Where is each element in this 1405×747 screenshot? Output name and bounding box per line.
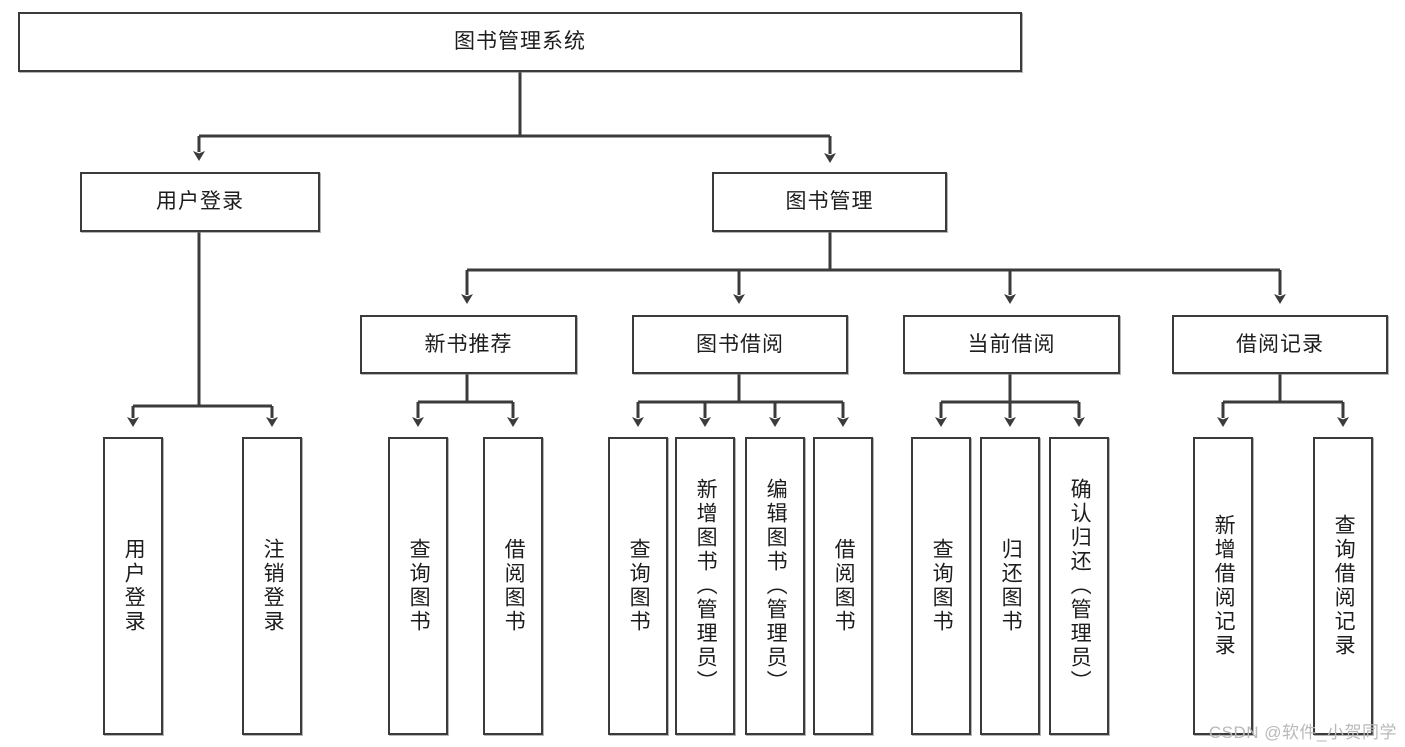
node-leaf-add-book-admin[interactable]: 新增图书（管理员） bbox=[675, 437, 735, 735]
node-new-book-recommend-label: 新书推荐 bbox=[424, 332, 513, 356]
node-leaf-edit-book-admin-label: 编辑图书（管理员） bbox=[764, 478, 788, 694]
node-leaf-query-book-borrow[interactable]: 查询图书 bbox=[608, 437, 668, 735]
node-leaf-borrow-book[interactable]: 借阅图书 bbox=[813, 437, 873, 735]
node-book-borrow-label: 图书借阅 bbox=[696, 332, 784, 356]
node-leaf-add-book-admin-label: 新增图书（管理员） bbox=[694, 478, 718, 694]
node-leaf-borrow-book-new[interactable]: 借阅图书 bbox=[483, 437, 543, 735]
node-leaf-add-borrow-record-label: 新增借阅记录 bbox=[1212, 514, 1236, 658]
node-leaf-return-book[interactable]: 归还图书 bbox=[980, 437, 1040, 735]
node-leaf-return-book-label: 归还图书 bbox=[999, 538, 1023, 634]
watermark-text: CSDN @软件_小贺同学 bbox=[1208, 723, 1397, 742]
node-leaf-add-borrow-record[interactable]: 新增借阅记录 bbox=[1193, 437, 1253, 735]
node-user-login[interactable]: 用户登录 bbox=[80, 172, 320, 232]
node-leaf-confirm-return-admin-label: 确认归还（管理员） bbox=[1068, 478, 1092, 694]
node-leaf-query-book-current-label: 查询图书 bbox=[930, 538, 954, 634]
node-borrow-records-label: 借阅记录 bbox=[1236, 332, 1324, 356]
node-current-borrow-label: 当前借阅 bbox=[967, 332, 1056, 356]
node-borrow-records[interactable]: 借阅记录 bbox=[1172, 315, 1388, 374]
node-leaf-logout[interactable]: 注销登录 bbox=[242, 437, 302, 735]
node-current-borrow[interactable]: 当前借阅 bbox=[903, 315, 1120, 374]
node-book-management[interactable]: 图书管理 bbox=[712, 172, 947, 232]
node-root[interactable]: 图书管理系统 bbox=[18, 12, 1022, 72]
node-leaf-query-book-current[interactable]: 查询图书 bbox=[911, 437, 971, 735]
node-book-management-label: 图书管理 bbox=[785, 190, 874, 214]
node-leaf-query-book-borrow-label: 查询图书 bbox=[627, 538, 651, 634]
node-leaf-user-login[interactable]: 用户登录 bbox=[103, 437, 163, 735]
node-leaf-confirm-return-admin[interactable]: 确认归还（管理员） bbox=[1049, 437, 1109, 735]
node-book-borrow[interactable]: 图书借阅 bbox=[632, 315, 848, 374]
node-leaf-borrow-book-new-label: 借阅图书 bbox=[502, 538, 526, 634]
node-leaf-query-borrow-record-label: 查询借阅记录 bbox=[1332, 514, 1356, 658]
node-root-label: 图书管理系统 bbox=[454, 30, 586, 54]
node-leaf-borrow-book-label: 借阅图书 bbox=[832, 538, 856, 634]
node-new-book-recommend[interactable]: 新书推荐 bbox=[360, 315, 577, 374]
node-leaf-query-book-new[interactable]: 查询图书 bbox=[388, 437, 448, 735]
node-leaf-query-book-new-label: 查询图书 bbox=[407, 538, 431, 634]
node-leaf-query-borrow-record[interactable]: 查询借阅记录 bbox=[1313, 437, 1373, 735]
node-leaf-logout-label: 注销登录 bbox=[261, 538, 285, 634]
node-leaf-edit-book-admin[interactable]: 编辑图书（管理员） bbox=[745, 437, 805, 735]
node-user-login-label: 用户登录 bbox=[156, 190, 244, 214]
node-leaf-user-login-label: 用户登录 bbox=[122, 538, 146, 634]
